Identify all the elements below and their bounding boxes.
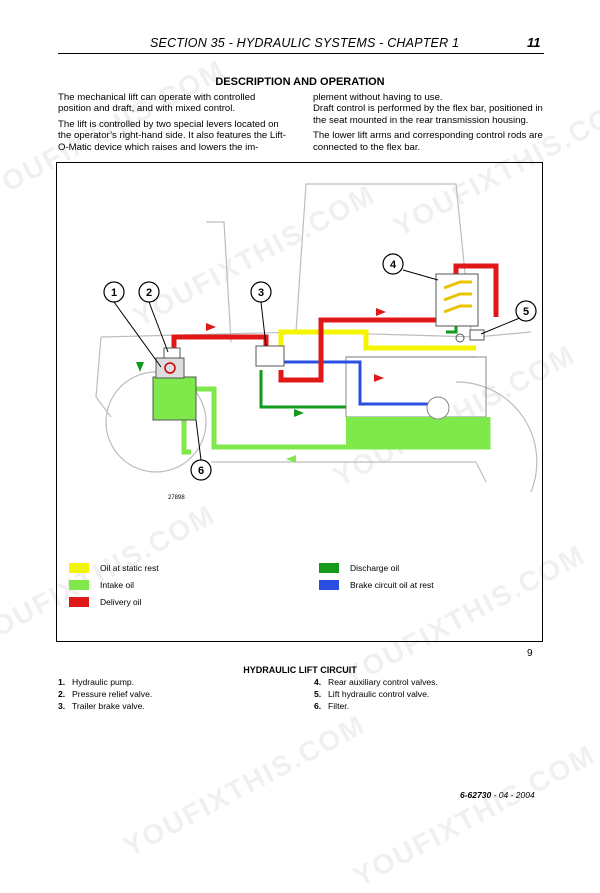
- discharge-flow-arrows: [136, 362, 304, 417]
- section-title: SECTION 35 - HYDRAULIC SYSTEMS - CHAPTER…: [150, 36, 460, 50]
- paragraph: The mechanical lift can operate with con…: [58, 92, 256, 115]
- callout-6: 6: [190, 459, 212, 481]
- paragraph: Draft control is performed by the flex b…: [313, 103, 543, 126]
- svg-text:5: 5: [523, 306, 529, 318]
- document-code: 6-62730 - 04 - 2004: [460, 790, 535, 800]
- tractor-outline: [95, 183, 538, 493]
- figure-ref-code: 27898: [168, 495, 185, 501]
- paragraph: The lift is controlled by two special le…: [58, 118, 286, 153]
- header-divider: [58, 53, 544, 54]
- component-list-left: 1.Hydraulic pump. 2.Pressure relief valv…: [58, 676, 152, 712]
- list-item: 6.Filter.: [314, 701, 350, 711]
- figure-caption: HYDRAULIC LIFT CIRCUIT: [243, 665, 357, 675]
- intake-flow-arrow: [286, 455, 296, 463]
- svg-text:Oil at static rest: Oil at static rest: [100, 563, 159, 573]
- list-item: 3.Trailer brake valve.: [58, 701, 145, 711]
- svg-text:4: 4: [390, 259, 397, 271]
- legend-item: Delivery oil: [69, 597, 142, 607]
- legend: Oil at static rest Intake oil Delivery o…: [69, 563, 434, 607]
- section-heading: DESCRIPTION AND OPERATION: [215, 76, 385, 88]
- svg-text:6: 6: [198, 465, 204, 477]
- legend-item: Intake oil: [69, 580, 134, 590]
- callout-3: 3: [250, 281, 272, 303]
- static-oil-lines: [278, 329, 476, 351]
- svg-text:Brake circuit oil at rest: Brake circuit oil at rest: [350, 580, 434, 590]
- trailer-brake-valve: [255, 345, 285, 367]
- svg-text:Intake oil: Intake oil: [100, 580, 134, 590]
- filter-block: [152, 376, 197, 421]
- svg-text:3: 3: [258, 287, 264, 299]
- list-item: 4.Rear auxiliary control valves.: [314, 677, 438, 687]
- callout-1: 1: [103, 281, 125, 303]
- figure-number: 9: [527, 648, 533, 659]
- watermark: YOUFIXTHIS.COM: [118, 708, 371, 863]
- svg-text:Delivery oil: Delivery oil: [100, 597, 142, 607]
- paragraph: The lower lift arms and corresponding co…: [313, 130, 543, 153]
- flex-bar: [426, 396, 450, 420]
- paragraph: plement without having to use.: [313, 92, 443, 103]
- list-item: 2.Pressure relief valve.: [58, 689, 153, 699]
- callout-leaders: [113, 269, 523, 461]
- page-number: 11: [527, 35, 541, 50]
- hydraulic-pump: [155, 357, 185, 379]
- svg-text:2: 2: [146, 287, 152, 299]
- list-item: 1.Hydraulic pump.: [58, 677, 135, 687]
- svg-text:1: 1: [111, 287, 117, 299]
- pressure-relief-valve: [163, 347, 181, 359]
- watermark: YOUFIXTHIS.COM: [348, 738, 600, 893]
- hydraulic-circuit-diagram: 1 2 3 4 5 6 27898 Oil at static rest Int…: [69, 183, 538, 607]
- callout-2: 2: [138, 281, 160, 303]
- callout-5: 5: [515, 300, 537, 322]
- list-item: 5.Lift hydraulic control valve.: [314, 689, 430, 699]
- component-list-right: 4.Rear auxiliary control valves. 5.Lift …: [314, 676, 438, 712]
- svg-text:Discharge oil: Discharge oil: [350, 563, 399, 573]
- reservoir-oil: [346, 417, 488, 447]
- body-column-right: plement without having to use. Draft con…: [313, 92, 545, 157]
- legend-item: Discharge oil: [319, 563, 399, 573]
- legend-item: Brake circuit oil at rest: [319, 580, 434, 590]
- lift-control-valve: [469, 329, 485, 341]
- body-column-left: The mechanical lift can operate with con…: [58, 92, 290, 157]
- brake-oil-line: [281, 360, 436, 406]
- legend-item: Oil at static rest: [69, 563, 159, 573]
- reservoir: [345, 356, 487, 418]
- delivery-flow-arrows: [206, 308, 386, 382]
- callout-4: 4: [382, 253, 404, 275]
- figure-frame: [56, 162, 543, 642]
